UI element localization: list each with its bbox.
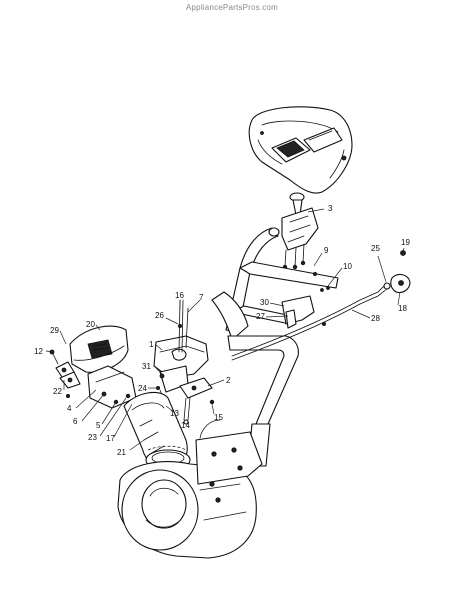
watermark: AppliancePartsPros.com (186, 3, 278, 12)
callout-15: 16 (175, 291, 184, 300)
callout-12: 12 (34, 347, 43, 356)
callout-17: 17 (106, 434, 115, 443)
chute-deflector (69, 325, 129, 373)
shift-lever-assembly (274, 192, 319, 272)
callout-18: 18 (398, 304, 407, 313)
callout-27: 27 (256, 312, 265, 321)
callouts: 3 9 10 25 19 18 28 30 27 16 7 26 1 31 2 … (34, 204, 410, 457)
callout-5: 5 (96, 421, 101, 430)
shift-rod (231, 250, 411, 361)
dash-panel (248, 106, 353, 194)
callout-20: 20 (86, 320, 95, 329)
callout-16: 15 (214, 413, 223, 422)
leader-lines (45, 208, 405, 451)
callout-10: 10 (343, 262, 352, 271)
callout-26: 26 (155, 311, 164, 320)
auger-housing (117, 419, 263, 559)
callout-19: 19 (401, 238, 410, 247)
callout-6: 9 (324, 246, 329, 255)
callout-23: 23 (88, 433, 97, 442)
callout-25: 24 (138, 384, 147, 393)
callout-31: 31 (142, 362, 151, 371)
callout-22: 22 (53, 387, 62, 396)
callout-30: 30 (260, 298, 269, 307)
discharge-chute (123, 391, 191, 471)
callout-28: 28 (371, 314, 380, 323)
callout-21: 21 (117, 448, 126, 457)
callout-24: 25 (371, 244, 380, 253)
callout-7: 7 (199, 293, 204, 302)
callout-29: 29 (50, 326, 59, 335)
callout-1: 1 (149, 340, 154, 349)
deflector-hardware (49, 349, 81, 398)
callout-3: 3 (328, 204, 333, 213)
callout-4: 4 (67, 404, 72, 413)
callout-13: 13 (170, 409, 179, 418)
callout-2: 2 (226, 376, 231, 385)
shift-bracket (281, 271, 330, 329)
callout-9: 6 (73, 417, 78, 426)
callout-14: 14 (181, 421, 190, 430)
